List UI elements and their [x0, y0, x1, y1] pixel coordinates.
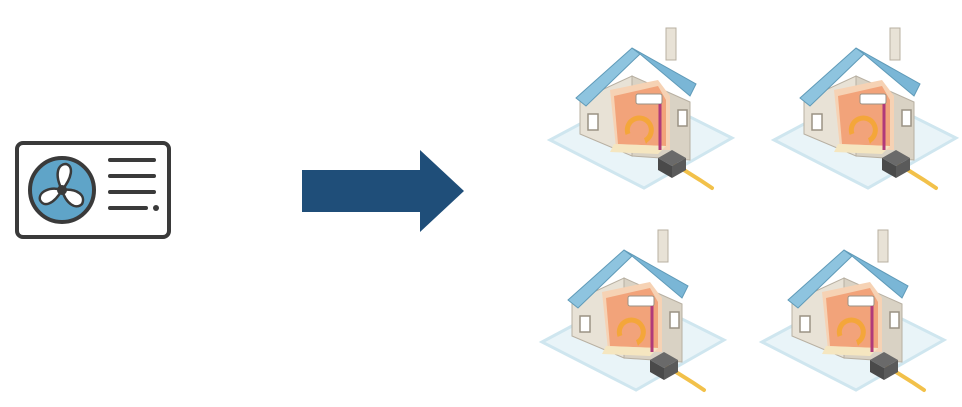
ac-unit-icon [14, 140, 172, 240]
houses-panel [512, 0, 962, 404]
right-arrow-icon [302, 150, 464, 232]
house-icon [540, 10, 740, 200]
house-icon [752, 212, 952, 402]
house-icon [532, 212, 732, 402]
house-icon [764, 10, 962, 200]
